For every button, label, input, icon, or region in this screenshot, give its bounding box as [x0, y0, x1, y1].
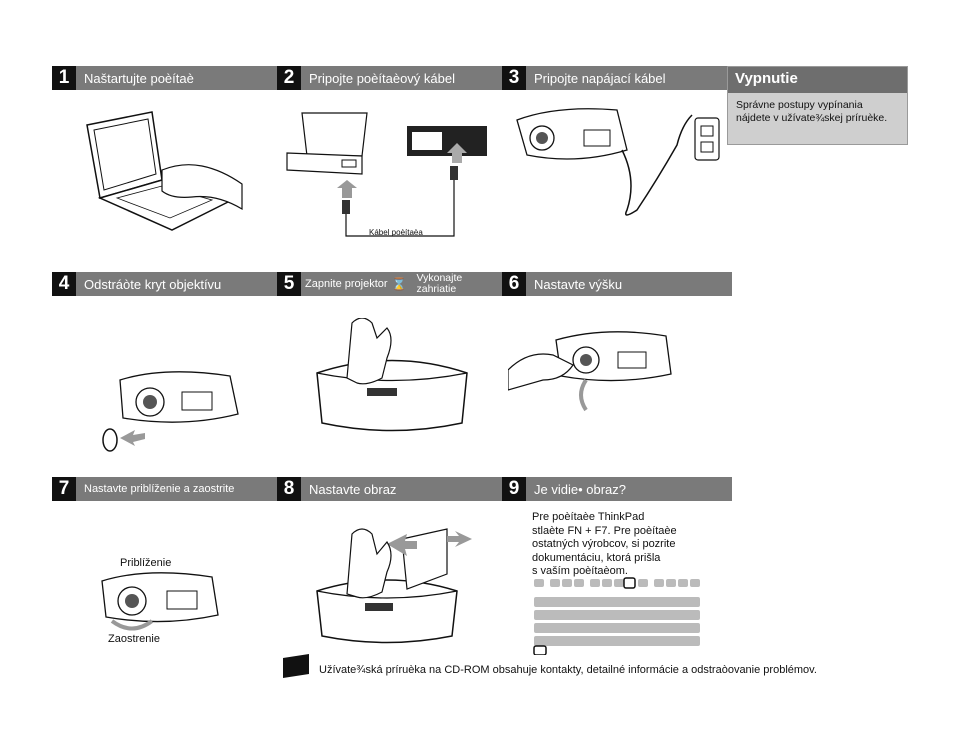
step-header: 8 Nastavte obraz — [277, 477, 507, 501]
step-number: 8 — [277, 477, 301, 501]
hourglass-icon: ⌛ — [391, 277, 407, 291]
instruction-line: s vaším poèítaèom. — [532, 565, 628, 577]
footer: Užívate¾ská príruèka na CD-ROM obsahuje … — [283, 654, 817, 678]
image-adjust-illustration — [316, 528, 472, 644]
step-label: Naštartujte poèítaè — [76, 66, 282, 90]
zoom-focus-illustration — [101, 572, 219, 631]
step-label: Odstráòte kryt objektívu — [76, 272, 282, 296]
step-number: 5 — [277, 272, 301, 296]
step-number: 3 — [502, 66, 526, 90]
step-label: Nastavte priblíženie a zaostrite — [76, 477, 282, 501]
step-6: 6 Nastavte výšku — [502, 272, 732, 412]
laptop-illustration — [86, 111, 243, 231]
step-header: 2 Pripojte poèítaèový kábel — [277, 66, 507, 90]
keyboard-icon — [533, 577, 700, 655]
step-header: 9 Je vidie• obraz? — [502, 477, 732, 501]
note-line: Správne postupy vypínania — [736, 99, 863, 111]
cable-illustration — [286, 112, 487, 237]
step-number: 9 — [502, 477, 526, 501]
footer-text: Užívate¾ská príruèka na CD-ROM obsahuje … — [319, 664, 817, 676]
step-label-line: zahriatie — [416, 283, 457, 295]
instruction-line: dokumentáciu, ktorá prišla — [532, 551, 661, 564]
height-adjust-illustration — [508, 331, 672, 412]
step-5: 5 Zapnite projektor ⌛ Vykonajte zahriati… — [277, 272, 507, 432]
instruction-line: Pre poèítaèe ThinkPad — [532, 511, 645, 523]
step-number: 1 — [52, 66, 76, 90]
step-label-part: Zapnite projektor — [305, 278, 388, 290]
step-9: 9 Je vidie• obraz? Pre poèítaèe ThinkPad… — [502, 477, 732, 655]
step-7: 7 Nastavte priblíženie a zaostrite Pribl… — [52, 477, 282, 645]
instruction-line: stlaète FN + F7. Pre poèítaèe — [532, 524, 677, 537]
step-label: Pripojte napájací kábel — [526, 66, 732, 90]
book-icon — [283, 654, 309, 678]
step-header: 5 Zapnite projektor ⌛ Vykonajte zahriati… — [277, 272, 507, 296]
shutdown-note: Vypnutie Správne postupy vypínania nájde… — [727, 66, 908, 145]
lens-cap-illustration — [102, 371, 239, 452]
step-header: 6 Nastavte výšku — [502, 272, 732, 296]
step-number: 2 — [277, 66, 301, 90]
focus-label: Zaostrenie — [108, 633, 160, 645]
instruction-line: ostatných výrobcov, si pozrite — [532, 538, 676, 550]
step-label: Je vidie• obraz? — [526, 477, 732, 501]
note-line: nájdete v užívate¾skej príruèke. — [736, 112, 888, 124]
step-label-part: Vykonajte zahriatie — [411, 273, 463, 295]
step-4: 4 Odstráòte kryt objektívu — [52, 272, 282, 452]
step-9-instructions: Pre poèítaèe ThinkPad stlaète FN + F7. P… — [532, 511, 677, 579]
zoom-label: Priblíženie — [120, 557, 172, 569]
note-title: Vypnutie — [728, 67, 907, 93]
step-label: Pripojte poèítaèový kábel — [301, 66, 507, 90]
step-header: 1 Naštartujte poèítaè — [52, 66, 282, 90]
step-number: 7 — [52, 477, 76, 501]
power-button-illustration — [316, 318, 468, 432]
step-label: Nastavte výšku — [526, 272, 732, 296]
step-1: 1 Naštartujte poèítaè — [52, 66, 282, 231]
step-label: Zapnite projektor ⌛ Vykonajte zahriatie — [301, 272, 507, 296]
step-header: 7 Nastavte priblíženie a zaostrite — [52, 477, 282, 501]
step-header: 3 Pripojte napájací kábel — [502, 66, 732, 90]
power-cable-illustration — [516, 108, 720, 216]
step-label-line: Vykonajte — [416, 272, 463, 284]
step-number: 4 — [52, 272, 76, 296]
step-2: 2 Pripojte poèítaèový kábel Kábel poèíta… — [277, 66, 507, 237]
step-3: 3 Pripojte napájací kábel — [502, 66, 732, 216]
step-number: 6 — [502, 272, 526, 296]
step-header: 4 Odstráòte kryt objektívu — [52, 272, 282, 296]
note-body: Správne postupy vypínania nájdete v užív… — [728, 93, 907, 131]
step-8: 8 Nastavte obraz — [277, 477, 507, 644]
cable-label: Kábel poèítaèa — [369, 228, 423, 237]
step-label: Nastavte obraz — [301, 477, 507, 501]
